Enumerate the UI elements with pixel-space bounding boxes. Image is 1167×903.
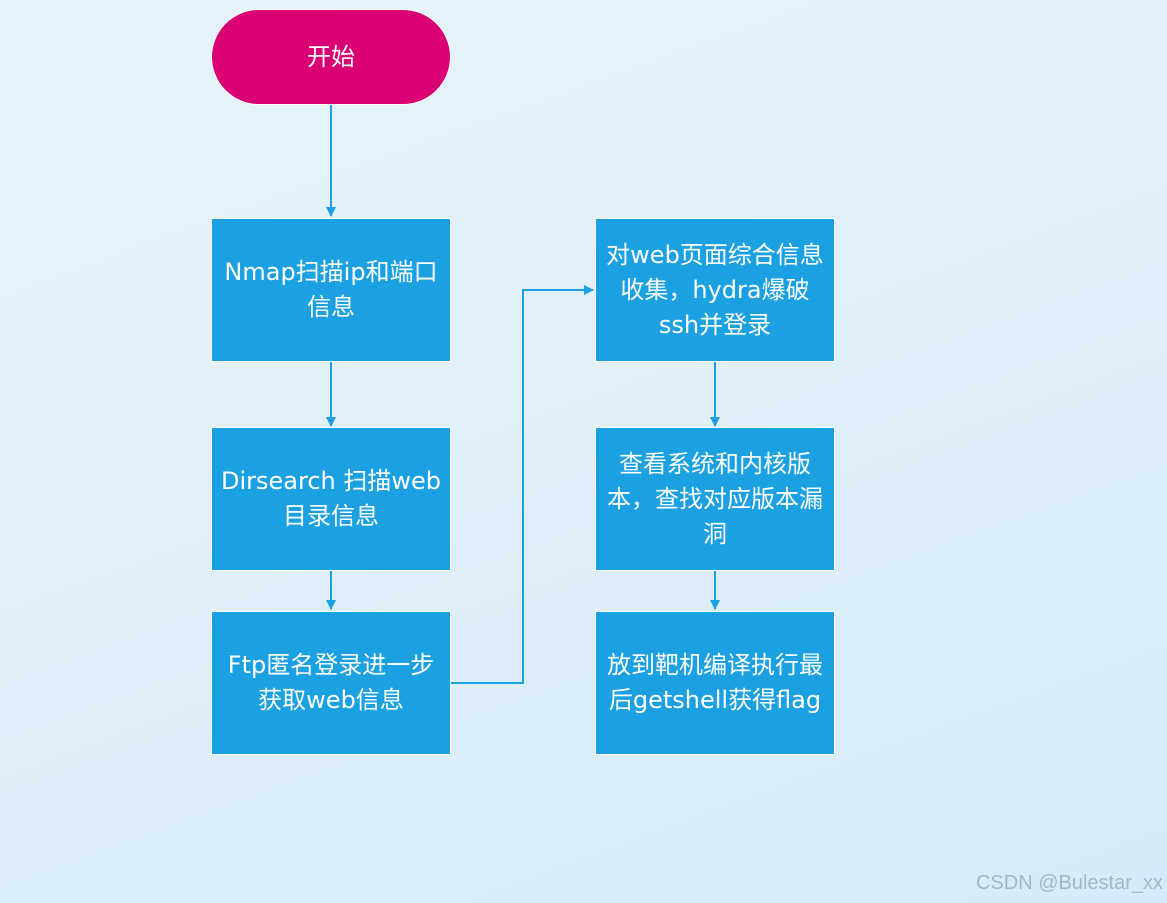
step-ftp-anonymous: Ftp匿名登录进一步获取web信息 xyxy=(211,611,451,755)
step-web-info-hydra: 对web页面综合信息收集，hydra爆破ssh并登录 xyxy=(595,218,835,362)
start-label: 开始 xyxy=(307,42,355,71)
step-dirsearch: Dirsearch 扫描web目录信息 xyxy=(211,427,451,571)
step-compile-getshell: 放到靶机编译执行最后getshell获得flag xyxy=(595,611,835,755)
step-compile-getshell-label: 放到靶机编译执行最后getshell获得flag xyxy=(607,651,823,714)
step-kernel-version-label: 查看系统和内核版本，查找对应版本漏洞 xyxy=(607,449,823,548)
step-ftp-anonymous-label: Ftp匿名登录进一步获取web信息 xyxy=(227,651,435,714)
step-dirsearch-label: Dirsearch 扫描web目录信息 xyxy=(221,467,441,530)
step-kernel-version: 查看系统和内核版本，查找对应版本漏洞 xyxy=(595,427,835,571)
step-nmap-scan: Nmap扫描ip和端口信息 xyxy=(211,218,451,362)
start-node: 开始 xyxy=(211,9,451,105)
watermark: CSDN @Bulestar_xx xyxy=(975,872,1163,894)
step-nmap-scan-label: Nmap扫描ip和端口信息 xyxy=(224,258,438,321)
arrow-ftp-to-web-info xyxy=(451,285,594,684)
step-web-info-hydra-label: 对web页面综合信息收集，hydra爆破ssh并登录 xyxy=(606,240,824,339)
